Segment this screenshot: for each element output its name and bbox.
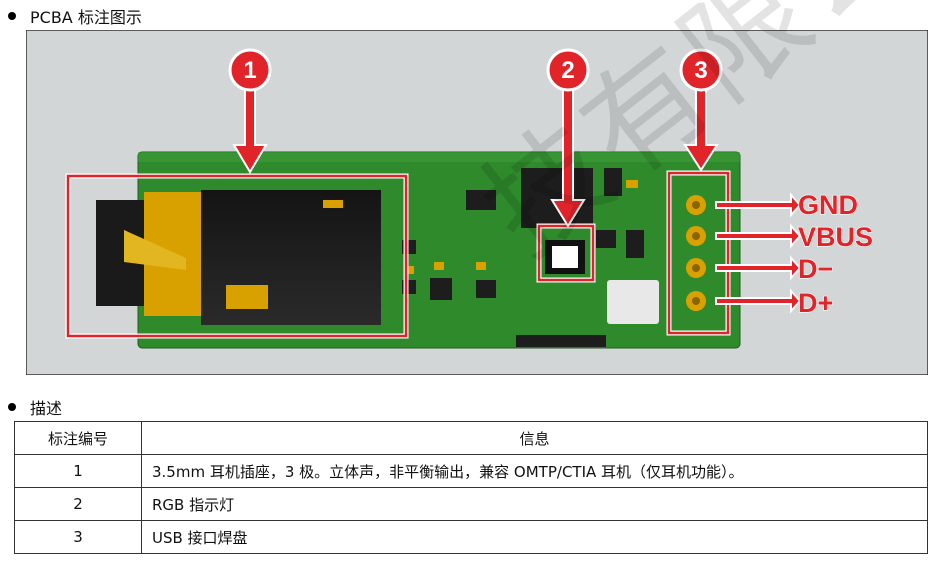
- pin-label-vbus: VBUS: [798, 222, 873, 252]
- svg-text:1: 1: [243, 57, 256, 84]
- row-num: 1: [14, 454, 142, 488]
- row-info: 3.5mm 耳机插座，3 极。立体声，非平衡输出，兼容 OMTP/CTIA 耳机…: [141, 454, 928, 488]
- pin-label-gnd: GND: [798, 190, 858, 220]
- section-title: PCBA 标注图示: [30, 8, 142, 27]
- bullet-icon: [8, 403, 16, 411]
- callout-frame-3: [667, 171, 730, 335]
- callout-badge-2: 2: [546, 48, 590, 92]
- pcba-figure: 1 2 3 GND VBUS D− D+: [26, 30, 928, 375]
- row-info: RGB 指示灯: [141, 487, 928, 521]
- sensor-module: [607, 280, 659, 324]
- column-header-info: 信息: [141, 421, 928, 455]
- description-table: 标注编号 信息 1 3.5mm 耳机插座，3 极。立体声，非平衡输出，兼容 OM…: [14, 421, 928, 554]
- callout-frame-2: [537, 224, 595, 282]
- row-num: 2: [14, 487, 142, 521]
- callout-badge-1: 1: [228, 48, 272, 92]
- callout-frame-1: [66, 174, 408, 338]
- pin-arrows: [715, 192, 802, 314]
- table-row: 3 USB 接口焊盘: [14, 520, 928, 554]
- pin-label-dminus: D−: [798, 254, 833, 284]
- column-header-num: 标注编号: [14, 421, 142, 455]
- callout-arrows: [232, 89, 719, 228]
- bullet-icon: [8, 12, 16, 20]
- svg-text:3: 3: [694, 57, 707, 84]
- svg-text:2: 2: [561, 57, 574, 84]
- row-info: USB 接口焊盘: [141, 520, 928, 554]
- section-title: 描述: [30, 399, 63, 418]
- table-header-row: 标注编号 信息: [14, 421, 928, 455]
- table-row: 1 3.5mm 耳机插座，3 极。立体声，非平衡输出，兼容 OMTP/CTIA …: [14, 454, 928, 488]
- smd-components: [402, 168, 644, 300]
- table-row: 2 RGB 指示灯: [14, 487, 928, 521]
- row-num: 3: [14, 520, 142, 554]
- callout-badge-3: 3: [679, 48, 723, 92]
- section-heading-description: 描述: [8, 395, 62, 419]
- audio-jack: [96, 190, 381, 325]
- section-heading-pcba: PCBA 标注图示: [8, 4, 142, 28]
- pin-label-dplus: D+: [798, 288, 833, 318]
